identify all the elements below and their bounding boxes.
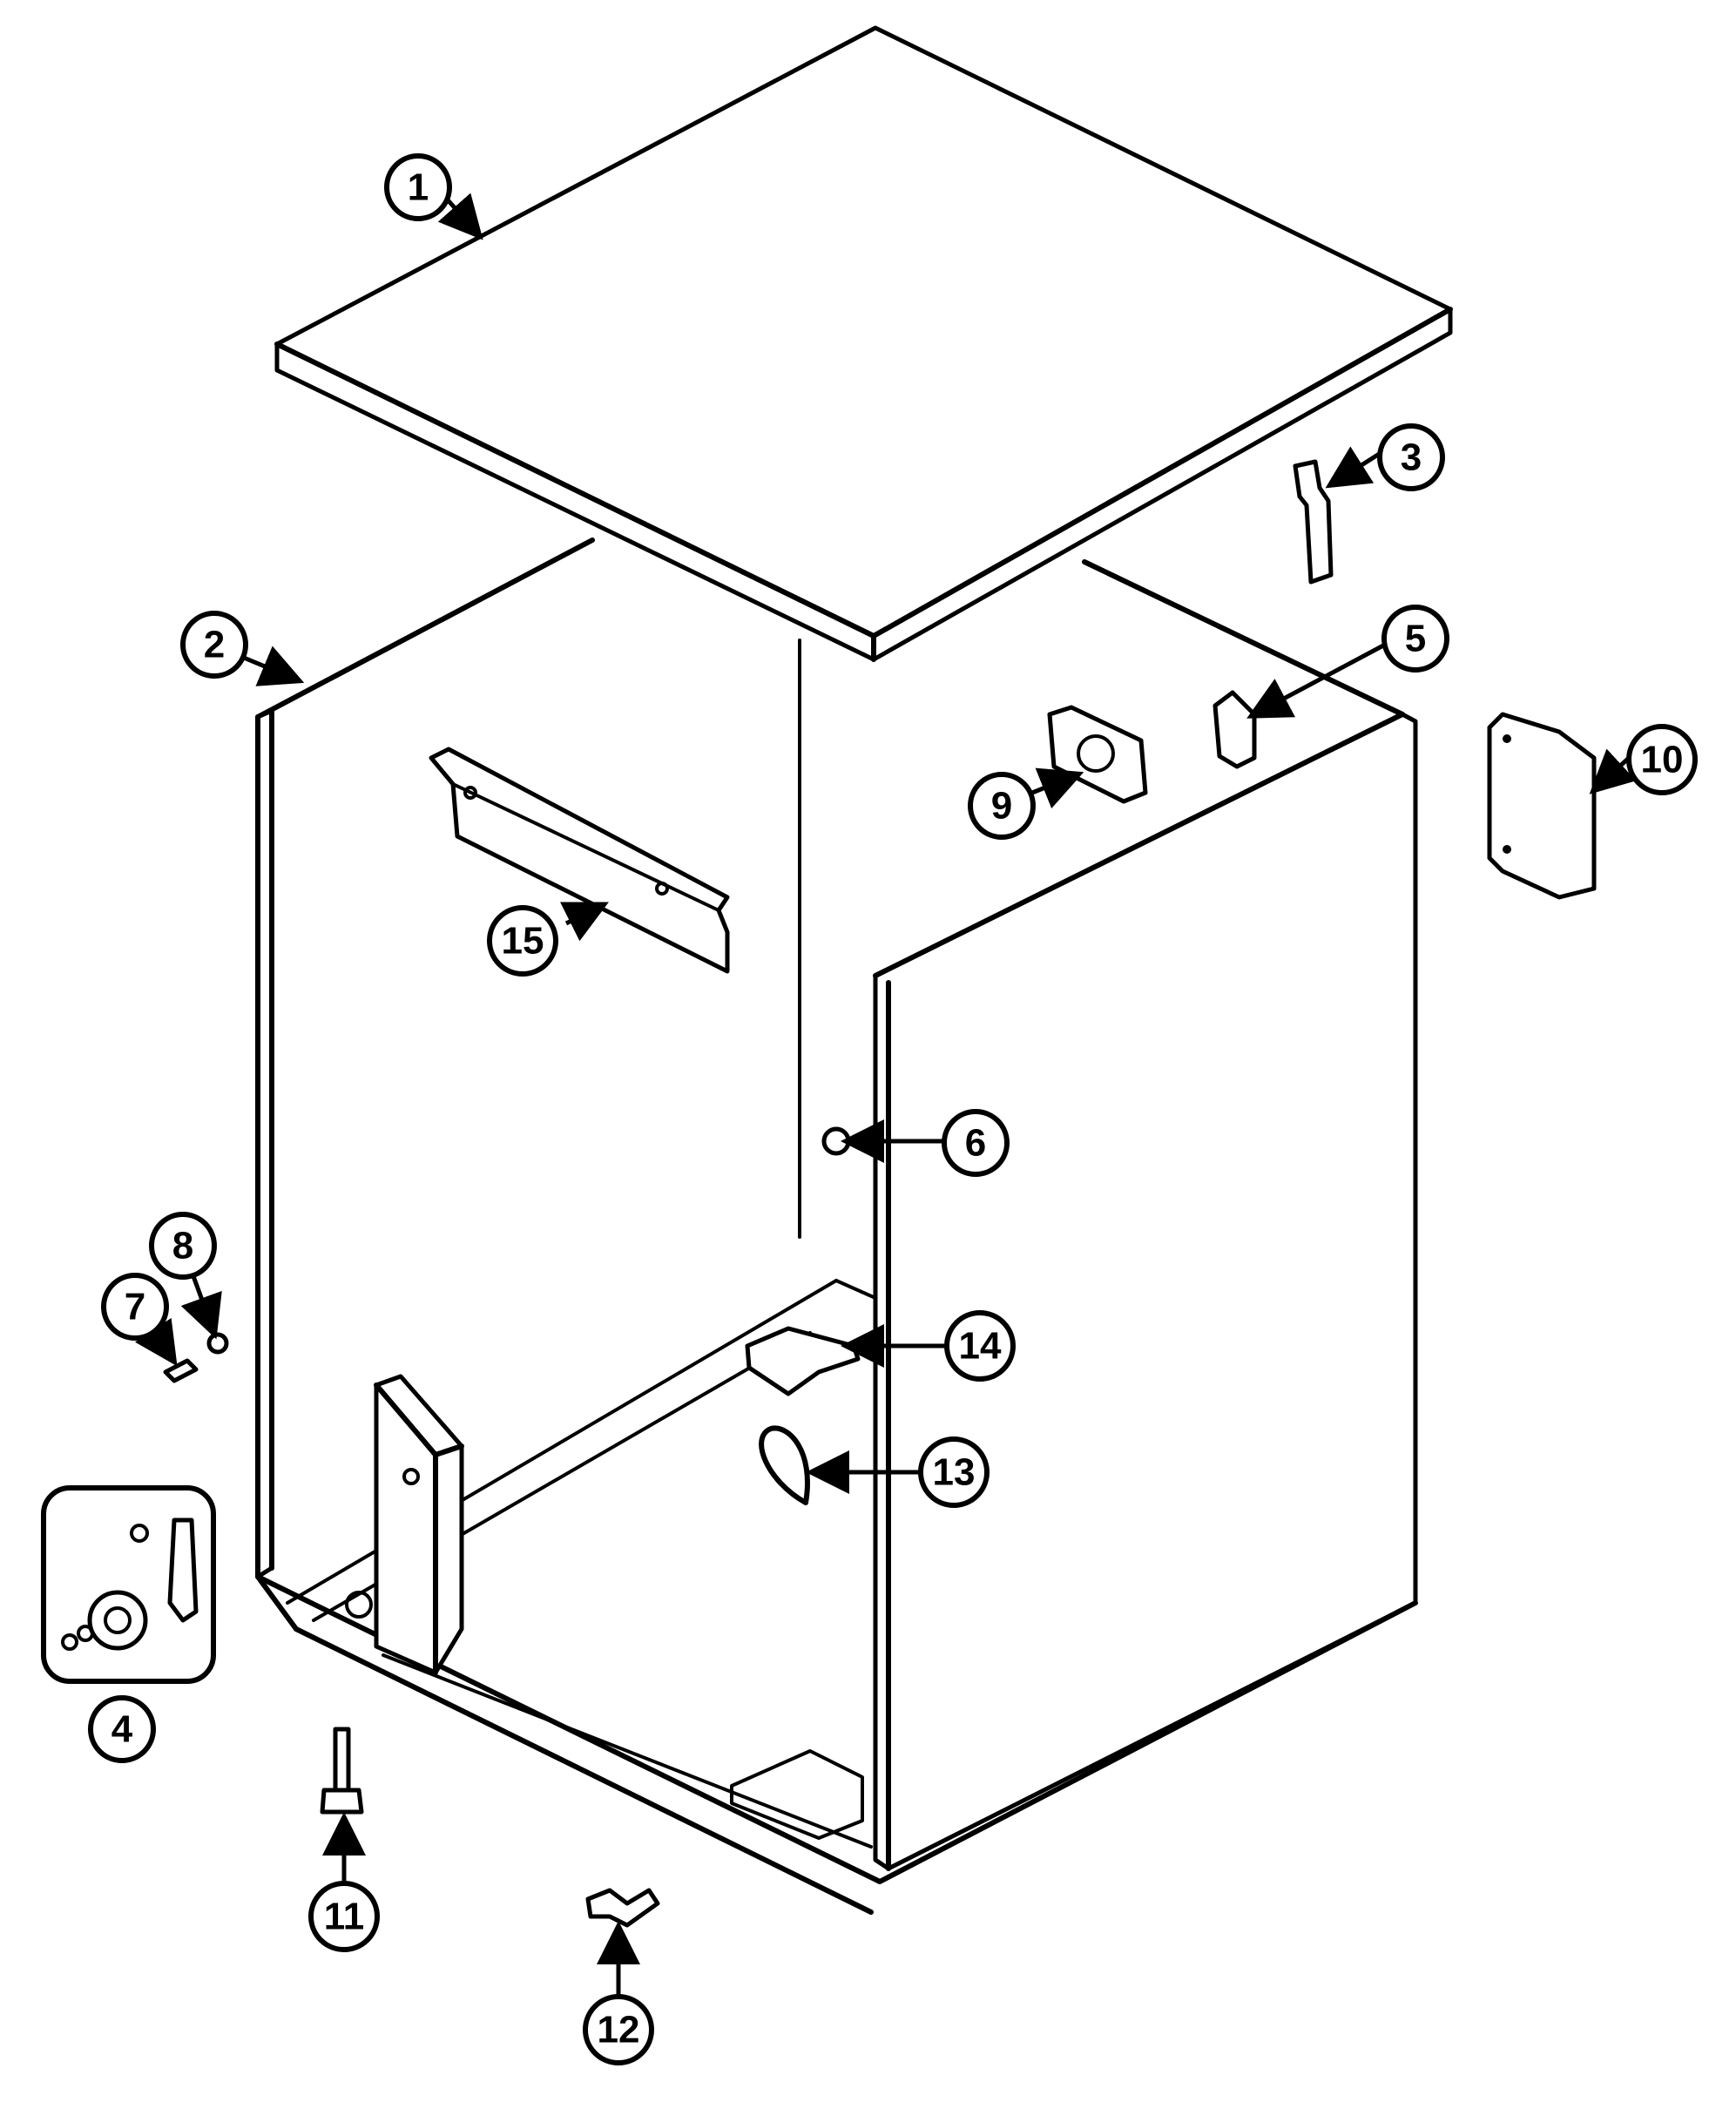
callout-15-label: 15 <box>502 920 544 963</box>
part-4-roller-assembly <box>41 1485 216 1684</box>
part-10-plate <box>1487 712 1597 900</box>
part-14-shield <box>745 1326 861 1396</box>
callout-7: 7 <box>101 1273 169 1341</box>
callout-5-label: 5 <box>1405 618 1426 660</box>
callout-15: 15 <box>487 905 558 977</box>
callout-6: 6 <box>942 1109 1010 1177</box>
callout-5: 5 <box>1381 605 1449 673</box>
callout-1-label: 1 <box>408 166 429 209</box>
part-6-plug <box>821 1126 851 1156</box>
callout-7-label: 7 <box>125 1286 145 1328</box>
callout-8: 8 <box>149 1212 217 1280</box>
callout-4: 4 <box>88 1695 156 1763</box>
callout-13-label: 13 <box>933 1451 976 1494</box>
part-9-bracket <box>1047 705 1148 804</box>
part-5-clip <box>1212 690 1257 769</box>
callout-14-label: 14 <box>959 1325 1002 1368</box>
part-8-washer <box>206 1332 229 1355</box>
callout-12: 12 <box>583 1994 654 2065</box>
cabinet <box>255 537 1418 1915</box>
callout-9: 9 <box>968 772 1036 840</box>
part-12-bracket <box>585 1888 660 1928</box>
callout-2: 2 <box>180 611 248 679</box>
callout-10-label: 10 <box>1641 739 1684 781</box>
callout-14: 14 <box>944 1310 1016 1382</box>
callout-6-label: 6 <box>965 1122 986 1165</box>
part-7-screw <box>163 1358 199 1383</box>
callout-9-label: 9 <box>991 785 1012 828</box>
part-11-leveling-leg <box>320 1727 364 1815</box>
callout-3-label: 3 <box>1401 436 1422 479</box>
top-panel <box>274 25 1453 662</box>
callout-11: 11 <box>308 1881 380 1952</box>
callout-2-label: 2 <box>204 624 225 666</box>
part-15-rail <box>429 747 730 974</box>
callout-11-label: 11 <box>324 1896 365 1938</box>
callout-10: 10 <box>1626 724 1698 795</box>
callout-4-label: 4 <box>111 1708 133 1751</box>
callout-13: 13 <box>918 1436 990 1508</box>
part-3-clip <box>1293 459 1334 585</box>
callout-12-label: 12 <box>598 2009 640 2052</box>
leader-lines <box>135 193 1637 1995</box>
part-13-ring <box>759 1425 810 1505</box>
callout-3: 3 <box>1377 423 1445 491</box>
callout-1: 1 <box>384 153 452 221</box>
callout-8-label: 8 <box>172 1225 193 1267</box>
